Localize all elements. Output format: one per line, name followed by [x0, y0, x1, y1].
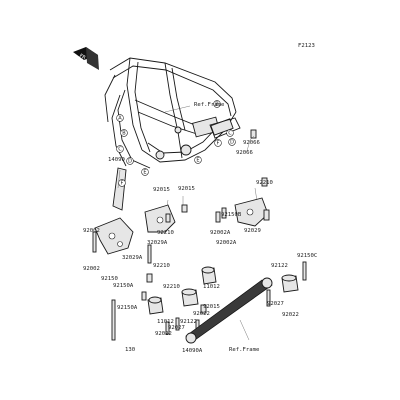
part-label: 92150C — [297, 253, 318, 259]
callout-letter: C — [228, 130, 232, 136]
part-label: 92150A — [113, 283, 134, 289]
part-label: 92122 — [271, 263, 288, 269]
part-label: 92002A — [216, 240, 237, 246]
callout-letter: C — [118, 146, 122, 152]
part-label: 92027 — [168, 325, 185, 331]
part-label: 92210 — [157, 230, 174, 236]
front-direction-badge — [73, 47, 99, 70]
callout-circle-e: E — [141, 168, 149, 176]
callout-letter: F — [217, 140, 220, 146]
part-label: 92210 — [153, 263, 170, 269]
callout-circle-c: C — [226, 129, 234, 137]
bracket-right — [234, 197, 270, 227]
part-label: 14090A — [182, 348, 203, 354]
callout-letter: D — [230, 139, 234, 145]
part-label: 130 — [125, 347, 136, 353]
diagram-code: F2123 — [298, 43, 315, 49]
part-label: 32029A — [147, 240, 168, 246]
ref-frame-callout-top: Ref.Frame — [194, 102, 225, 108]
part-label: 11012 — [203, 284, 220, 290]
callout-circle-b: B — [213, 100, 221, 108]
part-label: 92122 — [180, 319, 197, 325]
part-label: 92027 — [267, 301, 284, 307]
callout-circle-b: B — [120, 129, 128, 137]
part-label: 92002 — [83, 228, 100, 234]
part-label: 92022 — [193, 311, 210, 317]
callout-letter: B — [215, 101, 219, 107]
callout-circle-e: E — [194, 156, 202, 164]
part-label: 92015 — [178, 186, 195, 192]
callout-circle-d: D — [228, 138, 236, 146]
frame-assembly — [104, 57, 241, 169]
part-14090 — [112, 167, 127, 211]
callout-circle-d: D — [126, 157, 134, 165]
bushing-set — [147, 266, 299, 315]
ref-frame-callout-bottom: Ref.Frame — [229, 347, 260, 353]
part-label: 92002A — [210, 230, 231, 236]
callout-letter: E — [143, 169, 146, 175]
bolt-set — [92, 177, 307, 341]
callout-letter: E — [196, 157, 199, 163]
part-label: 92066 — [243, 140, 260, 146]
part-label: 92015 — [203, 304, 220, 310]
callout-letter: B — [122, 130, 126, 136]
callout-circle-f: F — [118, 179, 126, 187]
part-label: 92015 — [153, 187, 170, 193]
part-label: 92029 — [244, 228, 261, 234]
bolt-92066 — [250, 129, 257, 139]
callout-circle-a: A — [116, 114, 124, 122]
callout-circle-c: C — [116, 145, 124, 153]
part-label: 92150B — [221, 212, 242, 218]
part-label: 92210 — [163, 284, 180, 290]
part-label: 32029A — [122, 255, 143, 261]
part-label: 92002 — [83, 266, 100, 272]
bracket-center — [144, 204, 176, 233]
callout-letter: A — [118, 115, 122, 121]
part-label: 11012 — [157, 319, 174, 325]
part-label: 92150 — [101, 276, 118, 282]
callout-letter: F — [121, 180, 124, 186]
part-label: 92210 — [256, 180, 273, 186]
part-14090a — [185, 277, 273, 344]
callout-letter: D — [128, 158, 132, 164]
part-label: 92150A — [117, 305, 138, 311]
bracket-left — [94, 217, 134, 255]
part-label: 92066 — [236, 150, 253, 156]
callout-circle-f: F — [214, 139, 222, 147]
part-label: 14090 — [108, 157, 125, 163]
part-label: 92022 — [282, 312, 299, 318]
part-label: 92022 — [155, 331, 172, 337]
